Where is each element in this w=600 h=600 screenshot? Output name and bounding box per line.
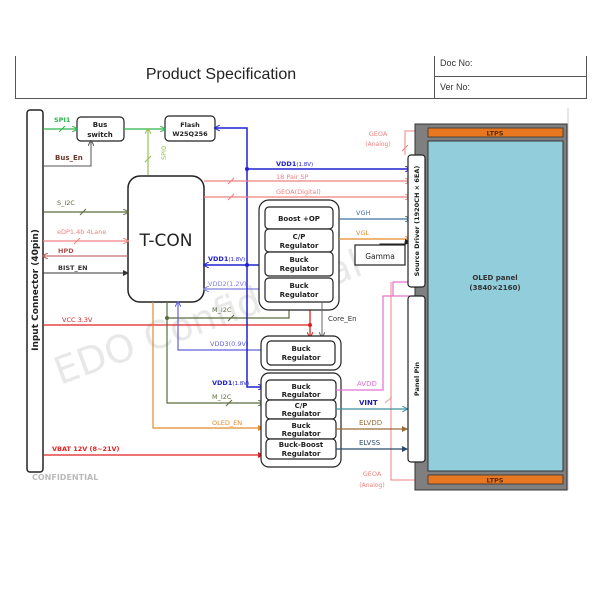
vgh-label: VGH	[356, 209, 370, 217]
bus-en-label: Bus_En	[55, 154, 83, 162]
pmic-bottom-buck-1-label-1: Buck	[291, 383, 310, 391]
source-driver-label: Source Driver (1920CH × 6EA)	[413, 166, 421, 277]
oled-panel-label-2: (3840×2160)	[469, 284, 520, 292]
ltps-top-label: LTPS	[487, 130, 504, 138]
pmic-top-buck-2	[264, 277, 334, 303]
pmic-bottom-buck-boost-label-1: Buck-Boost	[279, 441, 324, 449]
gamma-label: Gamma	[365, 252, 395, 261]
spi0-label: SPI0	[160, 146, 168, 160]
pmic-bottom-buck-1-label-2: Regulator	[282, 391, 321, 399]
document-title: Product Specification	[145, 66, 297, 83]
geoa-digital-tick	[227, 193, 235, 201]
avdd-label: AVDD	[357, 380, 377, 388]
geoa-analog-bottom-label-2: (Analog)	[359, 482, 384, 489]
pmic-top-buck-1-label-1: Buck	[289, 256, 308, 264]
geoa-analog-top-label-1: GEOA	[369, 130, 388, 138]
pmic-bottom-buck-2-label-2: Regulator	[282, 430, 321, 438]
pair-sp-label: 18 Pair SP	[276, 173, 309, 181]
confidential-label: CONFIDENTIAL	[32, 473, 98, 482]
edp-label: eDP1.4b 4Lane	[57, 228, 106, 236]
pmic-bottom-buck-2-label-1: Buck	[291, 422, 310, 430]
s-i2c-bus-tick	[79, 208, 87, 216]
m-i2c-top-tick	[227, 314, 235, 322]
vdd3-label: VDD3(0.9V)	[210, 340, 248, 348]
spi1-bus-tick	[58, 125, 66, 133]
bus-switch-label-2: switch	[87, 131, 113, 139]
pmic-top-buck-1-label-2: Regulator	[280, 265, 319, 273]
pmic-top-cp-label-1: C/P	[293, 233, 306, 241]
pmic-top-buck-2-label-1: Buck	[289, 282, 308, 290]
vdd3-line	[178, 302, 263, 351]
vdd1-bottom-label: VDD1(1.8V)	[212, 379, 249, 387]
m-i2c-junction	[165, 316, 169, 320]
spi1-label: SPI1	[54, 116, 71, 124]
input-connector	[26, 109, 44, 473]
panel-pin-block	[407, 295, 426, 463]
vdd1-to-flash-line	[215, 128, 248, 265]
vdd1-to-bottom-pmic-line	[246, 265, 263, 387]
oled-en-line	[152, 302, 264, 431]
oled-en-label: OLED_EN	[212, 419, 242, 427]
flash-label-1: Flash	[180, 121, 200, 129]
pmic-top-boost-op-label: Boost +OP	[278, 215, 320, 223]
panel-pin-label: Panel Pin	[413, 362, 421, 396]
elvss-label: ELVSS	[359, 439, 381, 447]
ver-no-label: Ver No:	[440, 82, 471, 92]
m-i2c-bottom-label: M_I2C	[212, 393, 232, 401]
pmic-top-cp-label-2: Regulator	[280, 242, 319, 250]
pmic-top-buck-1	[264, 251, 334, 277]
pmic-bottom-cp-label-1: C/P	[295, 402, 308, 410]
core-en-label: Core_En	[328, 315, 357, 323]
ltps-bottom	[427, 474, 564, 485]
document-meta: Doc No: Ver No:	[434, 56, 587, 98]
pmic-bottom-buck-boost-label-2: Regulator	[282, 450, 321, 458]
pmic-bottom-cp-label-2: Regulator	[282, 410, 321, 418]
m-i2c-top-label: M_I2C	[212, 306, 232, 314]
doc-no-label: Doc No:	[435, 56, 587, 77]
elvdd-label: ELVDD	[359, 419, 382, 427]
vdd1-junction-top	[245, 167, 249, 171]
avdd-branch-line	[392, 281, 410, 296]
geoa-digital-label: GEOA(Digital)	[276, 188, 321, 196]
pmic-mid-buck	[266, 340, 336, 366]
flash-label-2: W25Q256	[172, 130, 208, 138]
vdd1-top-label: VDD1(1.8V)	[276, 160, 313, 168]
pmic-top-buck-2-label-2: Regulator	[280, 291, 319, 299]
pmic-mid-buck-label-2: Regulator	[282, 354, 321, 362]
document-header: Product Specification Doc No: Ver No:	[15, 56, 587, 99]
hpd-label: HPD	[58, 247, 74, 255]
m-i2c-bottom-line	[166, 302, 263, 403]
avdd-line	[336, 295, 410, 391]
bus-en-line	[43, 141, 91, 167]
vint-tick	[384, 396, 393, 404]
oled-panel-label-1: OLED panel	[472, 274, 517, 282]
input-connector-label: Input Connector (40pin)	[31, 229, 41, 351]
vbat-label: VBAT 12V (8~21V)	[52, 445, 120, 453]
tcon-label: T-CON	[139, 231, 193, 251]
source-driver-block	[407, 154, 426, 288]
oled-panel	[427, 140, 564, 472]
vdd2-label: VDD2(1.2V)	[208, 280, 246, 288]
geoa-analog-top-tick	[401, 144, 409, 152]
bist-en-label: BIST_EN	[58, 264, 88, 272]
vdd1-mid-label: VDD1(1.8V)	[208, 255, 245, 263]
bus-switch-label-1: Bus	[93, 121, 108, 129]
vgl-label: VGL	[356, 229, 369, 237]
pair-sp-tick	[227, 177, 235, 185]
spi0-bus-tick	[144, 155, 152, 163]
vcc-label: VCC 3.3V	[62, 316, 93, 324]
geoa-analog-top-label-2: (Analog)	[365, 141, 390, 148]
ltps-bottom-label: LTPS	[487, 477, 504, 485]
gamma-to-source-line	[379, 239, 411, 245]
m-i2c-bottom-tick	[225, 399, 233, 407]
s-i2c-label: S_I2C	[57, 199, 75, 207]
ltps-top	[427, 127, 564, 138]
edp-bus-tick	[73, 237, 81, 245]
geoa-analog-bottom-label-1: GEOA	[363, 470, 382, 478]
vint-label: VINT	[359, 399, 378, 407]
pmic-mid-buck-label-1: Buck	[291, 345, 310, 353]
